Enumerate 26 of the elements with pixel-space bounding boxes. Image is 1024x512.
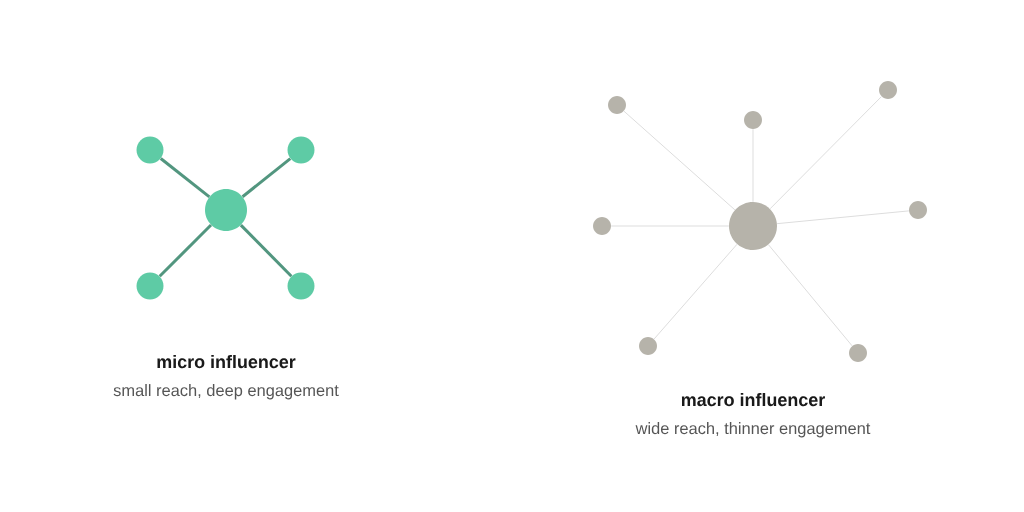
satellite-circle [849,344,867,362]
subtitle: wide reach, thinner engagement [635,422,871,438]
hub-circle [205,189,247,231]
satellite-circle [136,136,164,164]
satellite-circle [136,272,164,300]
connector-line [623,110,736,211]
satellite-circle [909,201,927,219]
heading: macro influencer [681,393,825,407]
satellite-circle [593,217,611,235]
connector-line [776,210,910,225]
heading: micro influencer [157,355,296,369]
satellite-circle [608,96,626,114]
hub-circle [729,202,777,250]
subtitle: small reach, deep engagement [113,384,339,400]
connector-line [767,244,853,347]
satellite-circle [639,337,657,355]
connector-line [159,157,211,199]
satellite-circle [879,81,897,99]
satellite-circle [287,272,315,300]
satellite-circle [744,111,762,129]
connector-line [241,157,292,198]
connector-line [653,243,738,340]
connector-line [239,224,293,278]
connector-line [158,223,213,278]
satellite-circle [287,136,315,164]
connector-line [769,96,882,210]
